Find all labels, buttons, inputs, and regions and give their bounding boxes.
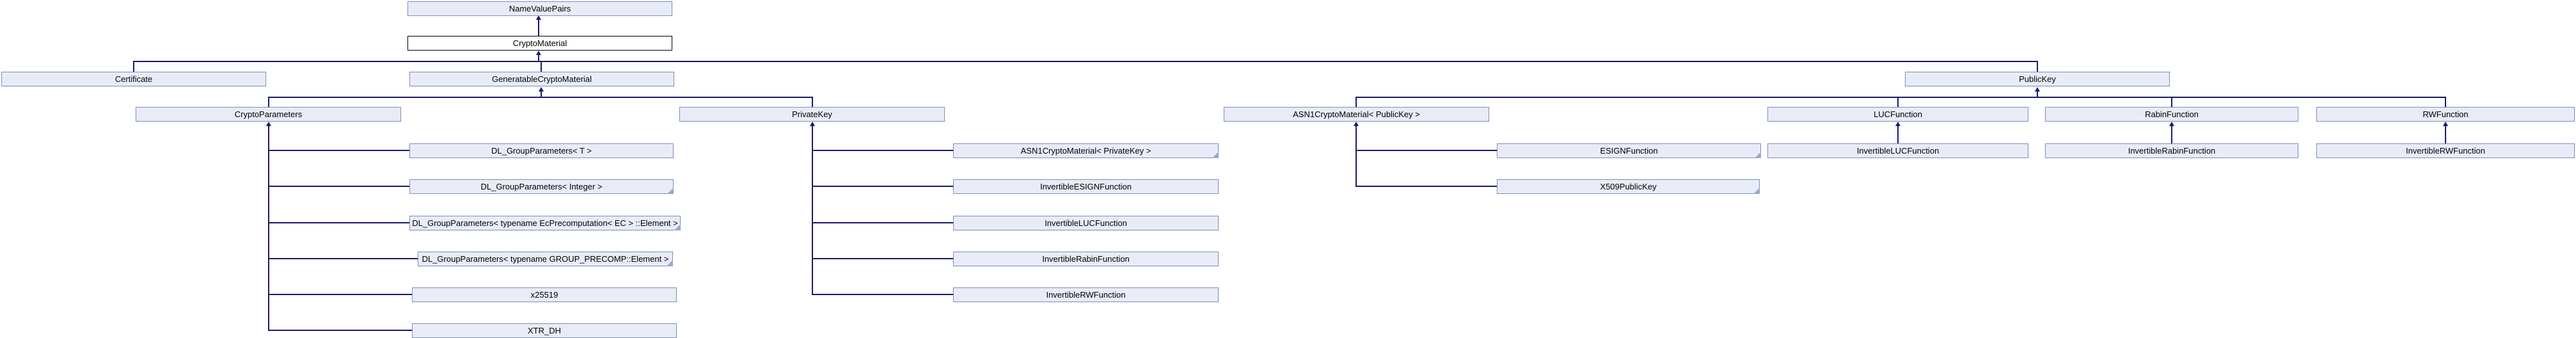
edge-segment bbox=[268, 98, 269, 107]
node-crypto-material-current: CryptoMaterial bbox=[407, 36, 672, 51]
inheritance-arrowhead bbox=[539, 87, 544, 92]
edge-segment bbox=[268, 330, 412, 331]
edge-segment bbox=[268, 186, 409, 187]
edge-segment bbox=[538, 54, 539, 61]
edge-bus bbox=[268, 97, 813, 98]
inheritance-arrowhead bbox=[2035, 87, 2040, 92]
node-x25519[interactable]: x25519 bbox=[412, 287, 677, 302]
edge-segment bbox=[538, 19, 539, 36]
edge-segment bbox=[1355, 98, 1357, 107]
node-invertible-rw-function[interactable]: InvertibleRWFunction bbox=[2316, 143, 2575, 158]
edge-segment bbox=[268, 150, 409, 151]
node-name-value-pairs[interactable]: NameValuePairs bbox=[407, 1, 672, 16]
edge-segment bbox=[1355, 150, 1497, 151]
inheritance-arrowhead bbox=[1895, 122, 1900, 126]
edge-segment bbox=[268, 258, 418, 259]
node-certificate[interactable]: Certificate bbox=[1, 72, 266, 86]
node-rw-function[interactable]: RWFunction bbox=[2316, 107, 2575, 122]
edge-segment bbox=[812, 98, 813, 107]
edge-segment bbox=[2037, 62, 2038, 72]
node-esign-function[interactable]: ESIGNFunction bbox=[1497, 143, 1761, 158]
edge-bus bbox=[1355, 97, 2446, 98]
edge-bus bbox=[133, 61, 2038, 62]
node-invertible-rw-function-privatekey[interactable]: InvertibleRWFunction bbox=[953, 287, 1219, 302]
edge-segment bbox=[812, 125, 813, 295]
edge-segment bbox=[1897, 98, 1899, 107]
node-dl-group-parameters-integer[interactable]: DL_GroupParameters< Integer > bbox=[409, 179, 674, 194]
inheritance-arrowhead bbox=[2169, 122, 2174, 126]
edge-segment bbox=[541, 62, 542, 72]
edge-segment bbox=[812, 150, 953, 151]
edge-segment bbox=[2037, 91, 2038, 97]
node-luc-function[interactable]: LUCFunction bbox=[1767, 107, 2028, 122]
inheritance-arrowhead bbox=[536, 51, 541, 55]
node-invertible-luc-function-privatekey[interactable]: InvertibleLUCFunction bbox=[953, 216, 1219, 230]
node-x509-public-key[interactable]: X509PublicKey bbox=[1497, 179, 1760, 194]
node-private-key[interactable]: PrivateKey bbox=[679, 107, 945, 122]
edge-segment bbox=[268, 222, 409, 223]
edge-segment bbox=[1897, 125, 1899, 143]
edge-segment bbox=[2445, 125, 2446, 143]
edge-segment bbox=[2445, 98, 2446, 107]
edge-segment bbox=[812, 222, 953, 223]
inheritance-arrowhead bbox=[266, 122, 271, 126]
node-generatable-crypto-material[interactable]: GeneratableCryptoMaterial bbox=[409, 72, 674, 86]
inheritance-arrowhead bbox=[810, 122, 815, 126]
edge-segment bbox=[2171, 125, 2172, 143]
node-public-key[interactable]: PublicKey bbox=[1905, 72, 2170, 86]
node-dl-group-parameters-ec-precomputation[interactable]: DL_GroupParameters< typename EcPrecomput… bbox=[409, 216, 681, 230]
inheritance-arrowhead bbox=[2443, 122, 2448, 126]
node-invertible-rabin-function[interactable]: InvertibleRabinFunction bbox=[2045, 143, 2298, 158]
edge-segment bbox=[1355, 125, 1357, 187]
edge-segment bbox=[812, 186, 953, 187]
node-dl-group-parameters-group-precomp[interactable]: DL_GroupParameters< typename GROUP_PRECO… bbox=[418, 252, 673, 266]
node-crypto-parameters[interactable]: CryptoParameters bbox=[136, 107, 401, 122]
edge-segment bbox=[133, 62, 134, 72]
inheritance-arrowhead bbox=[536, 15, 541, 20]
node-dl-group-parameters-t[interactable]: DL_GroupParameters< T > bbox=[409, 143, 674, 158]
node-rabin-function[interactable]: RabinFunction bbox=[2045, 107, 2298, 122]
edge-segment bbox=[268, 294, 412, 295]
inheritance-arrowhead bbox=[1354, 122, 1359, 126]
node-invertible-esign-function[interactable]: InvertibleESIGNFunction bbox=[953, 179, 1219, 194]
edge-segment bbox=[268, 125, 269, 331]
edge-segment bbox=[812, 294, 953, 295]
node-asn1-crypto-material-private-key[interactable]: ASN1CryptoMaterial< PrivateKey > bbox=[953, 143, 1219, 158]
edge-segment bbox=[2171, 98, 2172, 107]
edge-segment bbox=[1355, 186, 1497, 187]
node-invertible-rabin-function-privatekey[interactable]: InvertibleRabinFunction bbox=[953, 252, 1219, 266]
edge-segment bbox=[812, 258, 953, 259]
node-xtr-dh[interactable]: XTR_DH bbox=[412, 323, 677, 338]
node-invertible-luc-function[interactable]: InvertibleLUCFunction bbox=[1767, 143, 2028, 158]
node-asn1-crypto-material-public-key[interactable]: ASN1CryptoMaterial< PublicKey > bbox=[1224, 107, 1489, 122]
edge-segment bbox=[541, 91, 542, 97]
